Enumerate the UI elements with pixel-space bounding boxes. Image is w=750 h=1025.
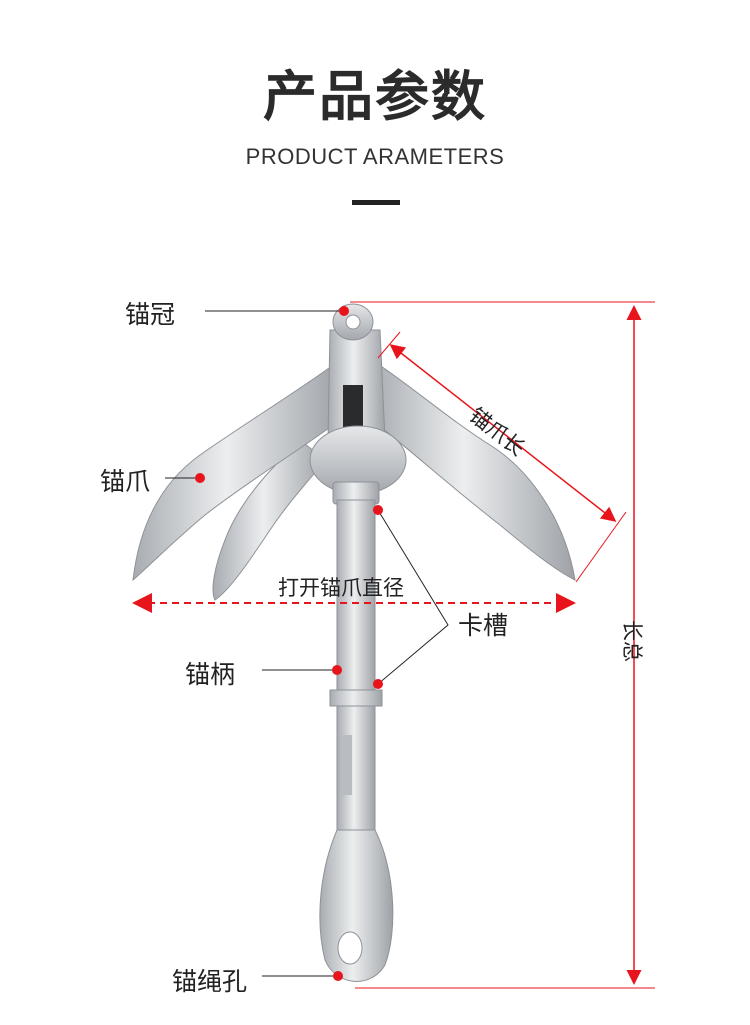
fluke-left	[132, 359, 341, 582]
label-slot: 卡槽	[458, 611, 509, 640]
dimension-lines	[132, 301, 655, 989]
rope-hole-dot	[333, 971, 343, 981]
label-open-diameter: 打开锚爪直径	[278, 576, 404, 600]
shank-dot	[332, 665, 342, 675]
slot-dot-top	[373, 505, 383, 515]
label-total-length: 长总	[620, 620, 644, 662]
slot-dot-bottom	[373, 679, 383, 689]
page-title: 产品参数	[263, 65, 487, 128]
label-rope-hole: 锚绳孔	[172, 967, 248, 996]
leader-lines	[165, 306, 449, 981]
fluke-length-arrow	[389, 344, 617, 522]
label-fluke: 锚爪	[100, 467, 151, 496]
crown-dot	[339, 306, 349, 316]
page-subtitle: PRODUCT ARAMETERS	[245, 144, 505, 169]
title-divider	[352, 200, 400, 205]
label-shank: 锚柄	[185, 660, 236, 689]
crown-dark-gap	[343, 385, 363, 435]
label-crown: 锚冠	[125, 300, 176, 329]
anchor-image	[132, 303, 576, 982]
fluke-dot	[195, 473, 205, 483]
